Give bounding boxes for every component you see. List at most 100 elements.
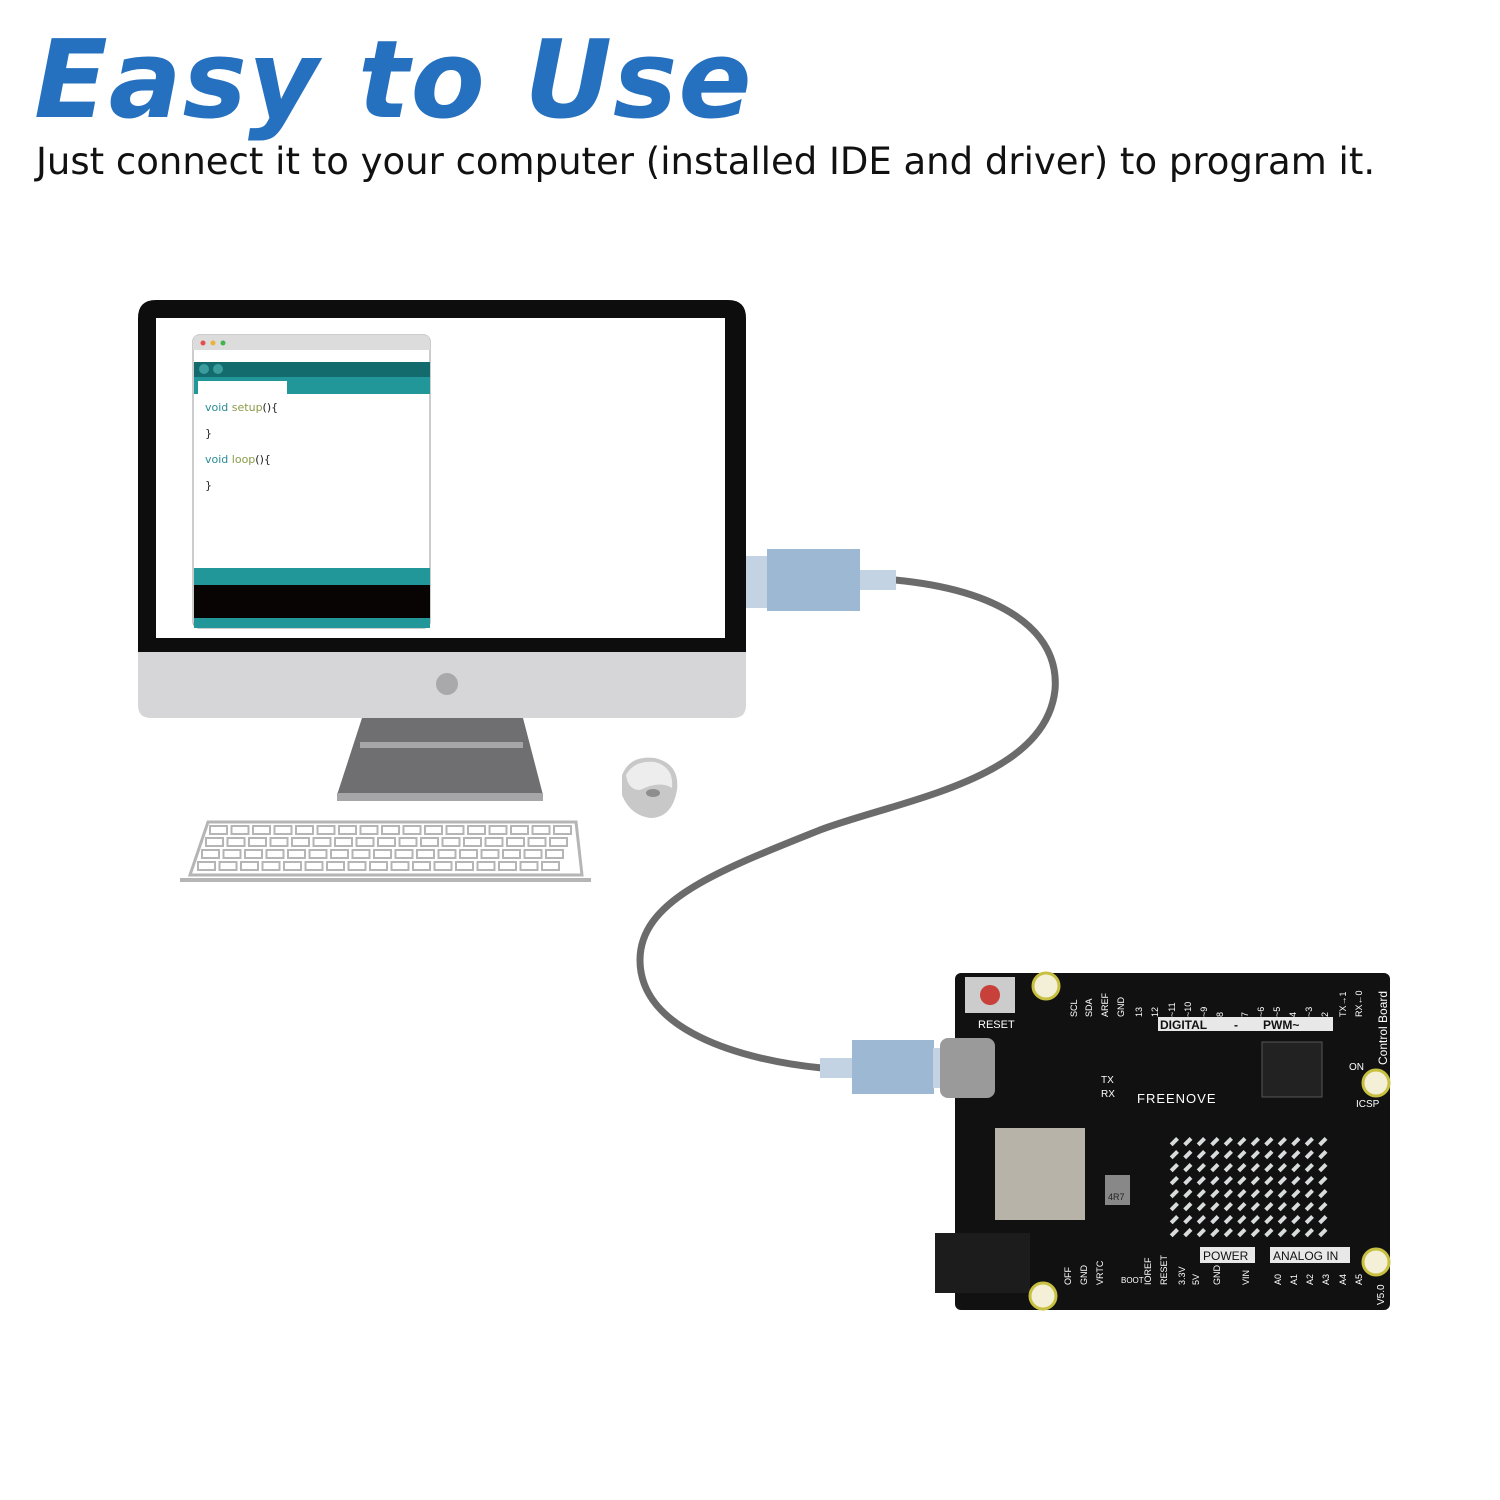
pin-label: AREF bbox=[1100, 992, 1110, 1017]
matrix-led bbox=[1304, 1176, 1314, 1186]
matrix-led bbox=[1264, 1176, 1274, 1186]
matrix-led bbox=[1169, 1163, 1179, 1173]
key bbox=[424, 825, 443, 835]
matrix-led bbox=[1210, 1150, 1220, 1160]
matrix-led bbox=[1304, 1202, 1314, 1212]
key bbox=[398, 837, 418, 847]
matrix-led bbox=[1264, 1228, 1274, 1238]
key bbox=[312, 837, 332, 847]
console bbox=[194, 585, 430, 618]
monitor-stand bbox=[337, 718, 543, 795]
matrix-led bbox=[1264, 1202, 1274, 1212]
key bbox=[455, 861, 474, 871]
matrix-led bbox=[1291, 1202, 1301, 1212]
pin-label: 7 bbox=[1240, 1012, 1250, 1017]
key bbox=[197, 861, 216, 871]
verify-icon bbox=[199, 364, 209, 374]
svg-text:-: - bbox=[1234, 1018, 1238, 1032]
reset-label: RESET bbox=[978, 1019, 1015, 1031]
pin-label: ~11 bbox=[1167, 1002, 1177, 1017]
key bbox=[416, 849, 435, 859]
matrix-led bbox=[1196, 1137, 1206, 1147]
freenove-control-board: RESET DIGITAL - PWM~ POWER ANALOG IN FRE… bbox=[935, 971, 1391, 1311]
matrix-led bbox=[1250, 1163, 1260, 1173]
matrix-led bbox=[1169, 1215, 1179, 1225]
key bbox=[261, 861, 281, 871]
matrix-led bbox=[1318, 1163, 1328, 1173]
matrix-led bbox=[1210, 1189, 1220, 1199]
led-matrix bbox=[1169, 1137, 1328, 1238]
pin-label: A0 bbox=[1273, 1274, 1283, 1285]
matrix-led bbox=[1237, 1163, 1247, 1173]
matrix-led bbox=[1291, 1163, 1301, 1173]
key bbox=[437, 849, 457, 859]
pin-label: 4 bbox=[1288, 1012, 1298, 1017]
matrix-led bbox=[1318, 1137, 1328, 1147]
brand-logo: FREENOVE bbox=[1137, 1091, 1217, 1106]
pin-label: RX←0 bbox=[1354, 990, 1364, 1017]
matrix-led bbox=[1237, 1228, 1247, 1238]
matrix-led bbox=[1291, 1215, 1301, 1225]
matrix-led bbox=[1277, 1163, 1287, 1173]
ide-window: void setup(){ } void loop(){ } bbox=[192, 334, 431, 629]
pin-label: IOREF bbox=[1143, 1257, 1153, 1285]
key bbox=[252, 825, 271, 835]
key bbox=[433, 861, 453, 871]
key bbox=[226, 837, 246, 847]
matrix-led bbox=[1277, 1202, 1287, 1212]
page-title: Easy to Use bbox=[34, 18, 753, 143]
pin-label: A5 bbox=[1354, 1274, 1364, 1285]
matrix-led bbox=[1196, 1215, 1206, 1225]
key bbox=[549, 837, 568, 847]
matrix-led bbox=[1291, 1228, 1301, 1238]
matrix-led bbox=[1277, 1215, 1287, 1225]
pin-label: VIN bbox=[1241, 1270, 1251, 1285]
key bbox=[463, 837, 482, 847]
maximize-dot-icon bbox=[220, 340, 226, 346]
power-label: POWER bbox=[1203, 1249, 1249, 1263]
key bbox=[377, 837, 396, 847]
matrix-led bbox=[1210, 1176, 1220, 1186]
key bbox=[330, 849, 349, 859]
key bbox=[488, 825, 508, 835]
pin-label: 8 bbox=[1215, 1012, 1225, 1017]
matrix-led bbox=[1183, 1202, 1193, 1212]
pin-label: 3.3V bbox=[1177, 1266, 1187, 1285]
key bbox=[359, 825, 379, 835]
matrix-led bbox=[1169, 1202, 1179, 1212]
matrix-led bbox=[1196, 1189, 1206, 1199]
control-board-label: Control Board bbox=[1376, 991, 1390, 1065]
pin-label: RESET bbox=[1159, 1254, 1169, 1285]
matrix-led bbox=[1210, 1202, 1220, 1212]
matrix-led bbox=[1318, 1189, 1328, 1199]
matrix-led bbox=[1183, 1176, 1193, 1186]
matrix-led bbox=[1250, 1176, 1260, 1186]
key bbox=[222, 849, 242, 859]
key bbox=[295, 825, 314, 835]
matrix-led bbox=[1264, 1150, 1274, 1160]
key bbox=[218, 861, 238, 871]
key bbox=[347, 861, 367, 871]
matrix-led bbox=[1318, 1150, 1328, 1160]
key bbox=[201, 849, 220, 859]
matrix-led bbox=[1183, 1215, 1193, 1225]
code-line-1: void setup(){ bbox=[205, 401, 278, 414]
key bbox=[545, 849, 564, 859]
code-line-3: void loop(){ bbox=[205, 453, 271, 466]
matrix-led bbox=[1183, 1163, 1193, 1173]
key bbox=[334, 837, 353, 847]
pin-label: A1 bbox=[1289, 1274, 1299, 1285]
key bbox=[205, 837, 224, 847]
matrix-led bbox=[1304, 1150, 1314, 1160]
usb-c-port bbox=[940, 1038, 995, 1098]
key bbox=[498, 861, 517, 871]
pin-label: SDA bbox=[1084, 998, 1094, 1017]
key bbox=[240, 861, 259, 871]
reset-button[interactable] bbox=[980, 985, 1000, 1005]
matrix-led bbox=[1183, 1150, 1193, 1160]
usb-a-connector bbox=[745, 549, 896, 611]
matrix-led bbox=[1237, 1176, 1247, 1186]
key bbox=[355, 837, 375, 847]
minimize-dot-icon bbox=[210, 340, 216, 346]
matrix-led bbox=[1223, 1137, 1233, 1147]
